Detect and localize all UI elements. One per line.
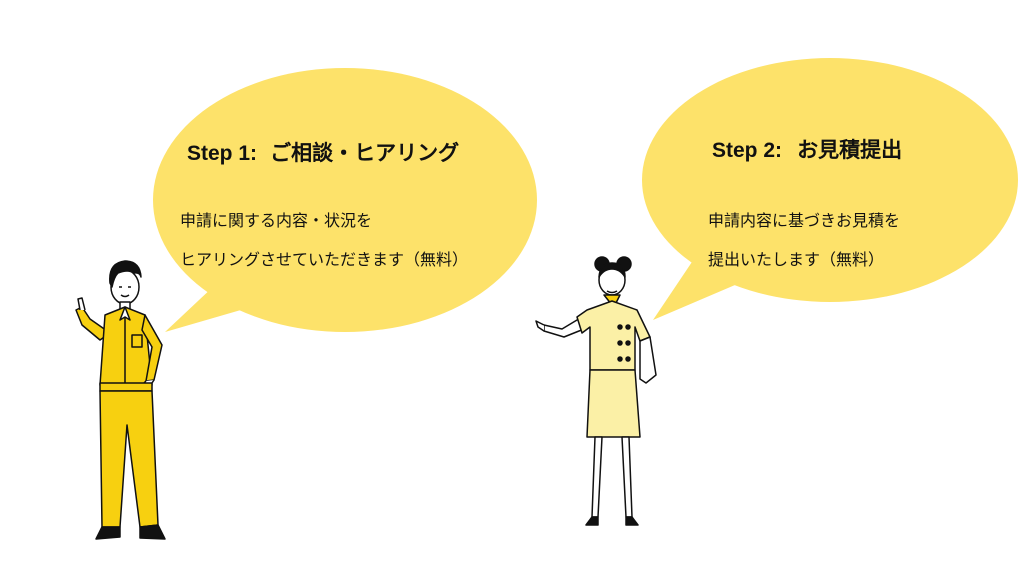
step1-line-1: 申請に関する内容・状況を <box>180 211 373 230</box>
step2-label: Step 2: <box>712 139 783 162</box>
step2-line-1: 申請内容に基づきお見積を <box>708 211 901 230</box>
step1-line-2: ヒアリングさせていただきます（無料） <box>180 250 469 269</box>
speech-bubble-step2 <box>642 58 1018 320</box>
speech-bubble-step1 <box>153 68 537 332</box>
step2-title: お見積提出 <box>797 138 903 162</box>
step1-label: Step 1: <box>187 142 258 165</box>
woman-presenting-figure <box>535 256 657 526</box>
man-pointing-figure <box>75 260 166 540</box>
step1-heading: Step 1: ご相談・ヒアリング <box>187 137 459 167</box>
step2-line-2: 提出いたします（無料） <box>708 250 885 269</box>
step1-title: ご相談・ヒアリング <box>270 141 460 165</box>
step2-heading: Step 2: お見積提出 <box>712 134 902 164</box>
